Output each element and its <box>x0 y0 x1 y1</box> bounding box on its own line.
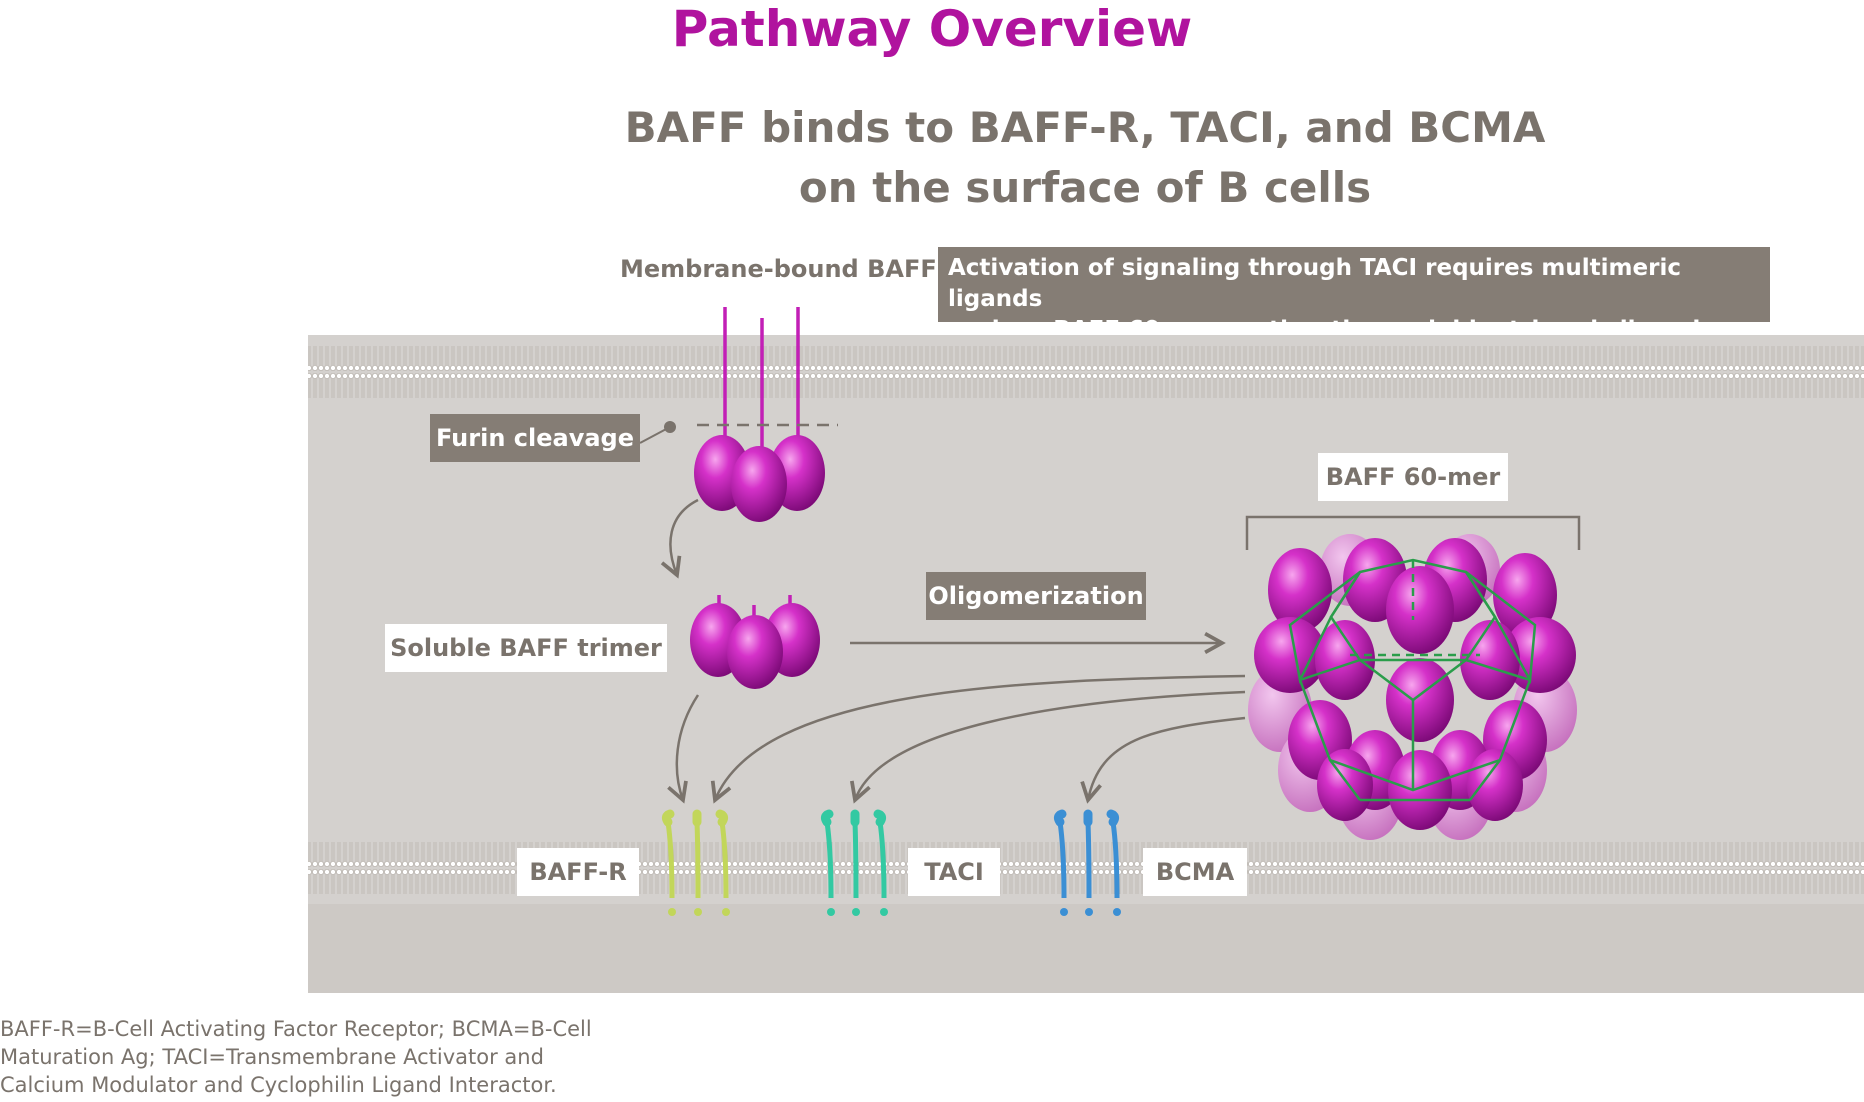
bottom-cytoplasm-shade <box>308 904 1864 993</box>
furin-cleavage-label: Furin cleavage <box>430 414 640 462</box>
footnote-line-3: Calcium Modulator and Cyclophilin Ligand… <box>0 1073 557 1097</box>
membrane-bound-label: Membrane-bound BAFF <box>620 255 937 283</box>
subtitle-line-2: on the surface of B cells <box>798 163 1372 212</box>
receptor-label-baff-r: BAFF-R <box>517 848 639 896</box>
bcma-receptors <box>1053 809 1121 916</box>
binding-arrows <box>677 674 1246 800</box>
oligomerization-label: Oligomerization <box>926 572 1146 620</box>
receptor-label-bcma: BCMA <box>1143 848 1247 896</box>
footnote-line-1: BAFF-R=B-Cell Activating Factor Receptor… <box>0 1017 592 1041</box>
taci-receptors <box>820 809 888 916</box>
membrane-bound-baff <box>694 307 838 522</box>
subtitle-line-1: BAFF binds to BAFF-R, TACI, and BCMA <box>624 103 1546 152</box>
furin-pointer <box>639 421 676 444</box>
soluble-trimer-label: Soluble BAFF trimer <box>385 624 667 672</box>
page-title: Pathway Overview <box>671 0 1193 58</box>
cleavage-arrow <box>670 498 699 575</box>
receptor-label-taci: TACI <box>908 848 1000 896</box>
baff-60mer <box>1248 534 1577 840</box>
top-membrane-lipids <box>308 337 1864 399</box>
baff-r-receptors <box>661 809 730 916</box>
baff60-label: BAFF 60-mer <box>1318 453 1508 501</box>
page-subtitle: BAFF binds to BAFF-R, TACI, and BCMA on … <box>560 98 1610 218</box>
callout-line-1: Activation of signaling through TACI req… <box>948 255 1681 312</box>
footnote-line-2: Maturation Ag; TACI=Transmembrane Activa… <box>0 1045 544 1069</box>
soluble-baff-trimer <box>690 595 820 689</box>
baff60-bracket <box>1245 515 1581 550</box>
footnote: BAFF-R=B-Cell Activating Factor Receptor… <box>0 1015 640 1099</box>
